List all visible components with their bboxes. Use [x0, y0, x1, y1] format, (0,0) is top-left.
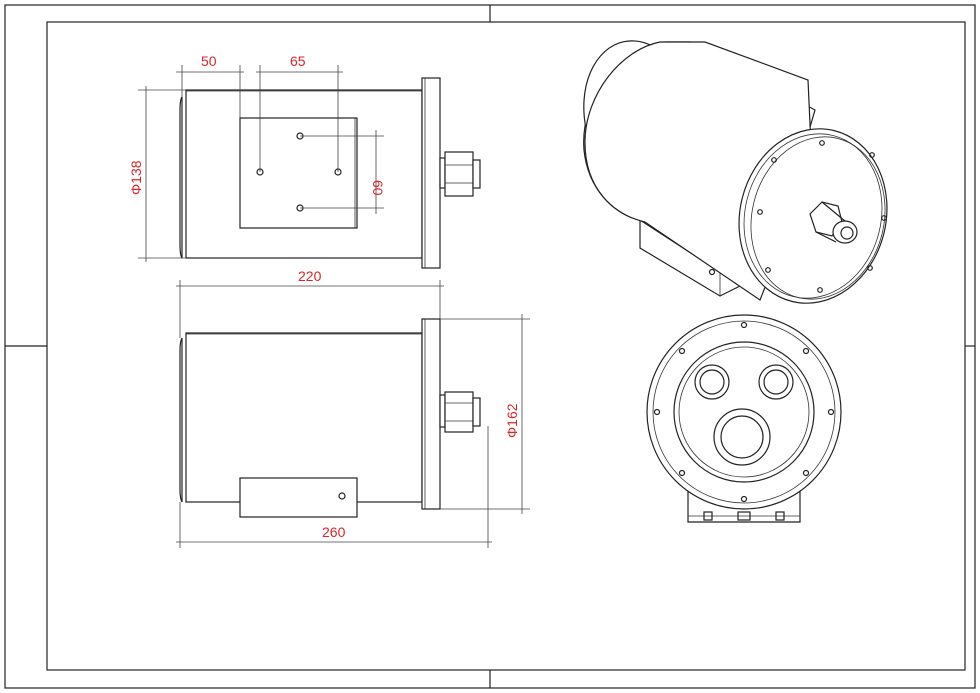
isometric-view [583, 40, 888, 304]
cable-gland-side [439, 391, 481, 433]
iso-cable-gland [809, 201, 858, 244]
dim-260-label: 260 [322, 524, 346, 540]
dimensions-top [138, 65, 384, 262]
dim-dia138-label: Φ138 [128, 160, 144, 195]
dim-50-label: 50 [201, 53, 217, 69]
end-flange-holes [653, 321, 835, 503]
dim-220-label: 220 [298, 268, 322, 284]
dimensions-side [176, 280, 530, 548]
dim-dia162-label: Φ162 [504, 403, 520, 438]
dim-65-label: 65 [290, 53, 306, 69]
cable-gland-top [439, 151, 481, 197]
end-view [646, 314, 842, 523]
side-view [179, 318, 481, 518]
top-view [179, 77, 481, 269]
dim-60-label: 60 [370, 180, 386, 196]
iso-bracket-hole [708, 268, 716, 276]
iso-flange-holes [757, 140, 887, 293]
bracket-hole [338, 492, 346, 500]
lens-windows [694, 364, 794, 466]
drawing-frame [4, 4, 976, 689]
